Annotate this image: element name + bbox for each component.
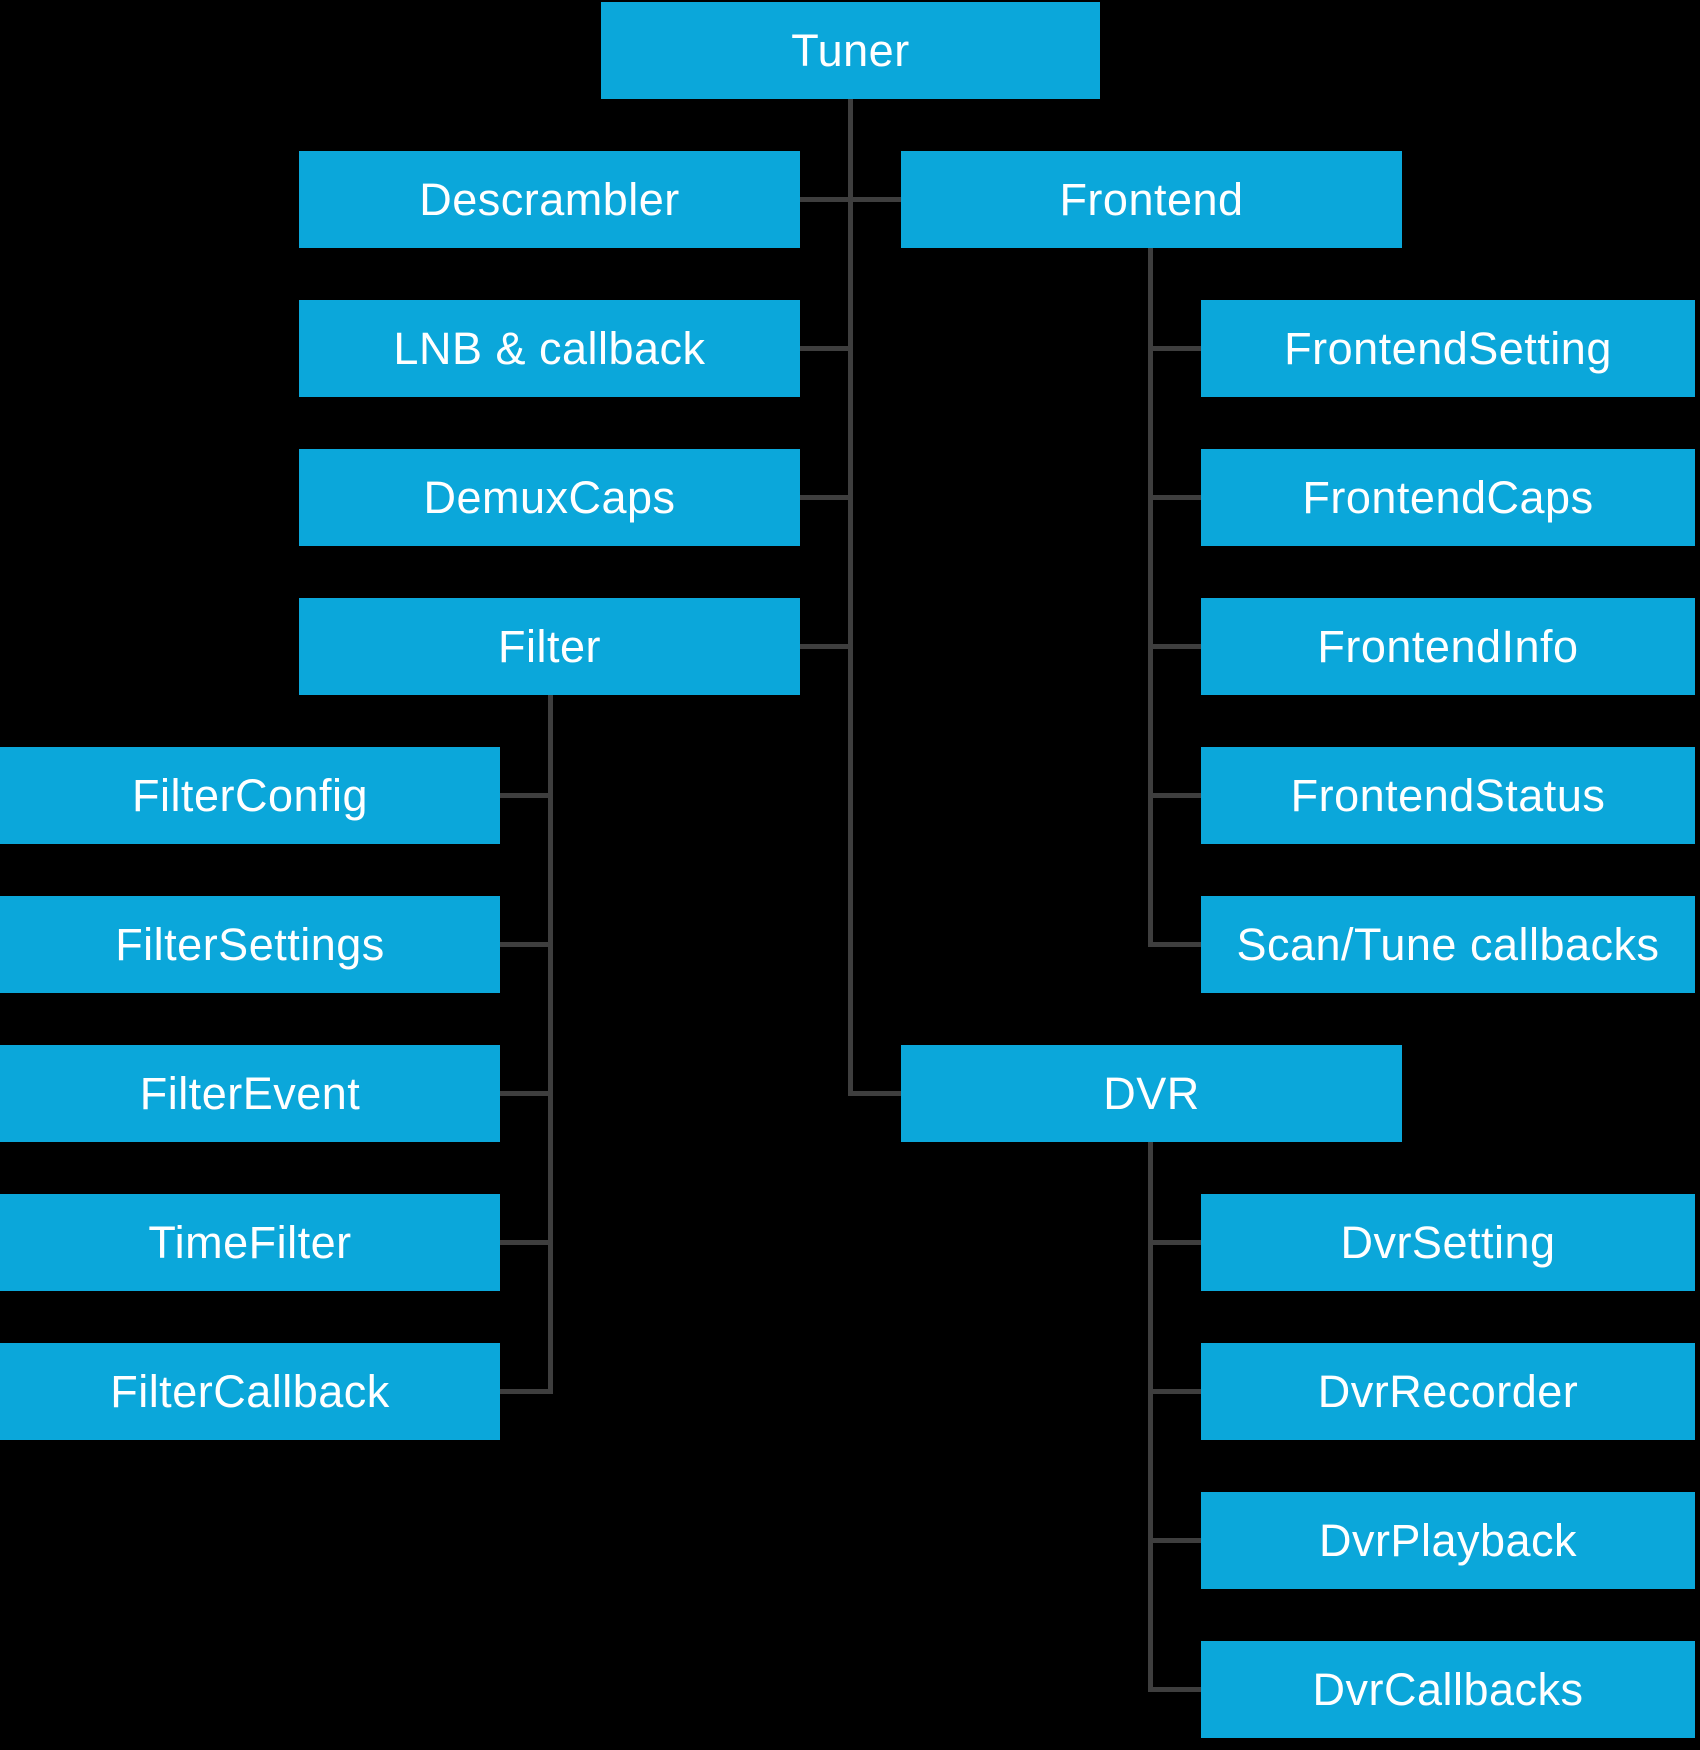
connector-frontendinfo-stub: [1151, 644, 1201, 649]
node-demuxcaps: DemuxCaps: [299, 449, 800, 546]
connector-dvr-trunk: [1148, 1142, 1153, 1692]
connector-dvrsetting-stub: [1151, 1240, 1201, 1245]
connector-demuxcaps-stub: [800, 495, 850, 500]
node-filtercallback: FilterCallback: [0, 1343, 500, 1440]
node-frontendcaps: FrontendCaps: [1201, 449, 1695, 546]
node-filtersettings: FilterSettings: [0, 896, 500, 993]
connector-scantune-elbow: [1148, 942, 1201, 947]
connector-frontendstatus-stub: [1151, 793, 1201, 798]
connector-frontendcaps-stub: [1151, 495, 1201, 500]
node-filterevent: FilterEvent: [0, 1045, 500, 1142]
connector-row2-crossbar: [800, 197, 901, 202]
connector-filter-trunk: [548, 695, 553, 1394]
node-dvrrecorder: DvrRecorder: [1201, 1343, 1695, 1440]
connector-timefilter-stub: [500, 1240, 550, 1245]
node-dvrsetting: DvrSetting: [1201, 1194, 1695, 1291]
connector-filtersettings-stub: [500, 942, 550, 947]
node-dvr: DVR: [901, 1045, 1402, 1142]
connector-dvrplayback-stub: [1151, 1538, 1201, 1543]
node-dvrplayback: DvrPlayback: [1201, 1492, 1695, 1589]
node-timefilter: TimeFilter: [0, 1194, 500, 1291]
node-tuner: Tuner: [601, 2, 1100, 99]
connector-dvr-elbow: [848, 1091, 901, 1096]
node-frontendsetting: FrontendSetting: [1201, 300, 1695, 397]
connector-filter-stub: [800, 644, 850, 649]
node-dvrcallbacks: DvrCallbacks: [1201, 1641, 1695, 1738]
connector-dvrrecorder-stub: [1151, 1389, 1201, 1394]
connector-dvrcallbacks-elbow: [1148, 1687, 1201, 1692]
connector-filtercallback-elbow: [500, 1389, 553, 1394]
connector-lnb-stub: [800, 346, 850, 351]
connector-filterevent-stub: [500, 1091, 550, 1096]
connector-frontend-trunk: [1148, 248, 1153, 947]
node-filter: Filter: [299, 598, 800, 695]
node-descrambler: Descrambler: [299, 151, 800, 248]
connector-filterconfig-stub: [500, 793, 550, 798]
connector-frontendsetting-stub: [1151, 346, 1201, 351]
node-filterconfig: FilterConfig: [0, 747, 500, 844]
node-frontend: Frontend: [901, 151, 1402, 248]
node-lnb-callback: LNB & callback: [299, 300, 800, 397]
node-frontendstatus: FrontendStatus: [1201, 747, 1695, 844]
node-scantune-callbacks: Scan/Tune callbacks: [1201, 896, 1695, 993]
connector-main-trunk: [848, 99, 853, 1096]
node-frontendinfo: FrontendInfo: [1201, 598, 1695, 695]
